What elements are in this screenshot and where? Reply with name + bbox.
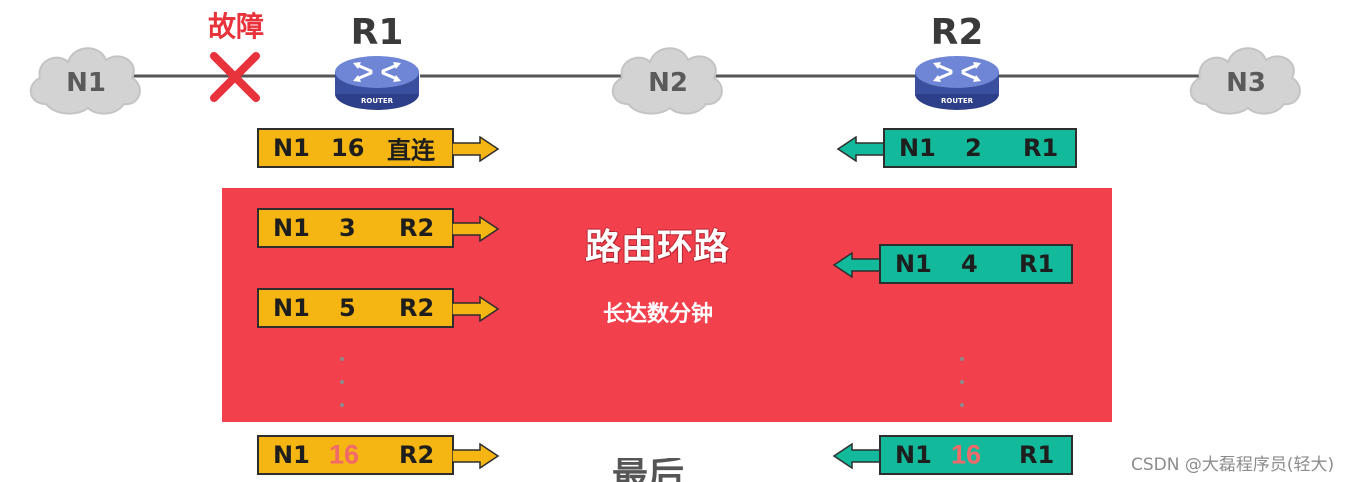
cloud-n3: N3 [1189,47,1301,115]
router-r1-tag: ROUTER [361,97,394,105]
partial-caption: 最后 [612,458,685,482]
r1-update-2-net: N1 [273,294,310,322]
r1-update-2-arrow-icon [452,296,500,322]
r2-update-1-next: R1 [1019,250,1055,278]
cloud-n1-label: N1 [66,68,106,98]
r2-update-2-metric: 16 [951,439,982,470]
cloud-n1: N1 [29,47,141,115]
r2-update-1: N1 4 R1 [879,244,1073,284]
cloud-n3-label: N3 [1226,68,1266,98]
r1-update-1-metric: 3 [339,214,356,242]
r2-update-0: N1 2 R1 [883,128,1077,168]
r1-update-0-metric: 16 [331,134,365,162]
r1-update-1-next: R2 [399,214,435,242]
r1-ellipsis [340,357,346,426]
router-r1-title: R1 [351,12,404,53]
cloud-n2: N2 [611,47,723,115]
fault-x-icon [210,52,260,102]
r1-update-0: N1 16 直连 [257,128,454,168]
router-r2-title: R2 [931,12,984,53]
r2-update-0-metric: 2 [965,134,982,162]
cloud-n2-label: N2 [648,68,688,98]
r2-update-0-next: R1 [1023,134,1059,162]
r2-ellipsis [960,357,966,426]
router-r2-tag: ROUTER [941,97,974,105]
r1-update-1: N1 3 R2 [257,208,454,248]
r2-update-2-net: N1 [895,441,932,469]
r1-update-0-next: 直连 [387,136,435,165]
r1-update-3-next: R2 [399,441,435,469]
r2-update-0-net: N1 [899,134,936,162]
r2-update-1-metric: 4 [961,250,978,278]
r1-update-0-net: N1 [273,134,310,162]
router-r1: ROUTER [333,54,421,112]
r1-update-1-arrow-icon [452,216,500,242]
r1-update-0-arrow-icon [452,136,500,162]
loop-subtitle: 长达数分钟 [603,302,714,327]
r1-update-3: N1 16 R2 [257,435,454,475]
watermark: CSDN @大磊程序员(轻大) [1131,455,1335,475]
r2-update-2-next: R1 [1019,441,1055,469]
r1-update-2-metric: 5 [339,294,356,322]
r2-update-1-arrow-icon [832,252,881,278]
r1-update-2-next: R2 [399,294,435,322]
loop-title: 路由环路 [585,227,730,268]
r2-update-2: N1 16 R1 [879,435,1073,475]
r1-update-2: N1 5 R2 [257,288,454,328]
r1-update-1-net: N1 [273,214,310,242]
network-topology: N1 N2 N3 ROUTER R1 ROUTER R2 故障 [29,10,1301,115]
r2-update-0-arrow-icon [836,136,885,162]
r1-update-3-arrow-icon [452,443,500,469]
r2-update-2-arrow-icon [832,443,881,469]
r1-update-3-metric: 16 [329,439,360,470]
r1-update-3-net: N1 [273,441,310,469]
r2-update-1-net: N1 [895,250,932,278]
router-r2: ROUTER [913,54,1001,112]
fault-label: 故障 [208,10,264,43]
